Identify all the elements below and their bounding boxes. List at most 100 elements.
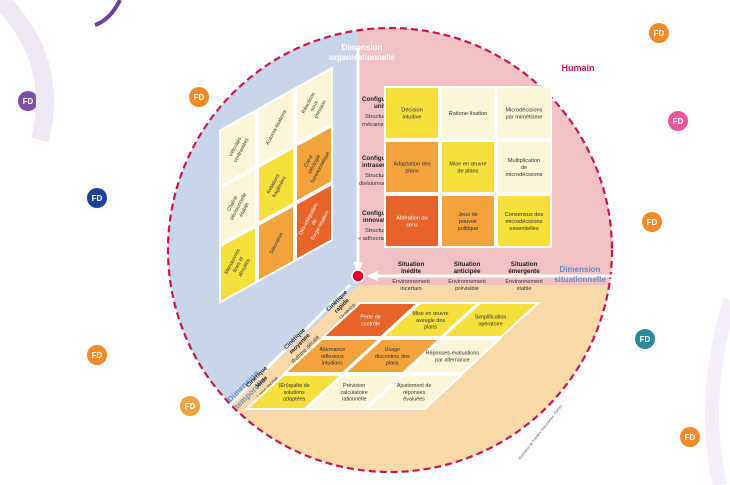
grid-cell-text: par alternance (435, 357, 469, 363)
grid-cell-text: par mimétisme (506, 114, 543, 120)
grid-cell-text: intuitive (403, 114, 422, 120)
fd-badge-logo: FD (180, 396, 200, 416)
svg-text:Environnement: Environnement (448, 279, 486, 285)
background-swoosh (705, 297, 730, 485)
arrowhead-icon (220, 403, 232, 416)
grid-cell-shape (257, 145, 295, 225)
svg-text:innovatrice: innovatrice (363, 217, 397, 224)
svg-text:inédite: inédite (401, 268, 421, 275)
grid-cell-text: Multiplication (508, 158, 540, 164)
grid-cell-text: plans (405, 168, 419, 174)
human-label: Humain (561, 63, 594, 73)
grid-cell-text: Ratione-lisation (449, 111, 488, 117)
grid-cell-shape (295, 66, 333, 146)
grid-cell-text: réflexions (321, 354, 344, 360)
grid-cell-text: plans (424, 325, 437, 331)
svg-text:Configuration: Configuration (362, 155, 403, 162)
situation-labels: Situation inédite Environnement incertai… (392, 261, 543, 292)
grid-cell-text: rationnelle (342, 397, 367, 403)
grid-cell-text: discontinu des (375, 354, 410, 360)
svg-text:Configuration: Configuration (362, 96, 403, 103)
grid-cell-shape (384, 86, 440, 140)
grid-cell-text: évaluées (403, 397, 425, 403)
grid-cell-text: Consensus des (505, 212, 544, 218)
grid-cell: Automa-tisations (257, 87, 295, 167)
svg-text:Situation: Situation (454, 261, 481, 268)
situational-dimension-label: situationnelle (554, 275, 606, 284)
configuration-labels: Configuration unité Structure mécaniste … (358, 96, 403, 242)
grid-cell-text: intuitions (322, 361, 344, 367)
grid-cell: Saturation (257, 203, 295, 283)
grid-cell-text: (En)quête de (279, 383, 310, 389)
grid-cell-shape (257, 87, 295, 167)
background-swoosh (0, 0, 54, 143)
situational-dimension-label: Dimension (560, 265, 601, 274)
grid-cell-text: Perte de (360, 314, 380, 320)
grid-cell-shape (440, 302, 541, 338)
background-swoosh (94, 0, 122, 27)
svg-text:Situation: Situation (511, 261, 538, 268)
svg-text:Environnement: Environnement (392, 279, 430, 285)
svg-text:Structure: Structure (365, 173, 389, 179)
grid-cell-shape (342, 338, 443, 374)
arrowhead-icon (353, 262, 363, 274)
grid-cell-text: solutions (283, 390, 305, 396)
grid-cell-text: Cœur (303, 154, 315, 169)
grid-cell-text: de (311, 218, 319, 226)
grid-cell-text: pouvoir (459, 219, 477, 225)
human-dashed-ring (166, 26, 614, 474)
grid-cell-shape (402, 338, 503, 374)
grid-cell-text: de plans (457, 168, 478, 174)
grid-cell-shape (257, 203, 295, 283)
origin-point (351, 269, 365, 283)
fd-badge-logo: FD (680, 427, 700, 447)
arrowhead-icon (366, 271, 378, 281)
org-dimension-label: Dimension (342, 43, 383, 52)
grid-cell-text: adaptées (283, 397, 305, 403)
grid-cell-text: Mise en œuvre (449, 161, 486, 167)
svg-text:stable: stable (517, 286, 532, 292)
grid-cell-text: contrôle (361, 321, 380, 327)
grid-cell-shape (440, 86, 496, 140)
svg-text:Structure: Structure (365, 114, 389, 120)
fd-badge-logo: FD (635, 329, 655, 349)
svg-text:Situation: Situation (398, 261, 425, 268)
grid-cell-text: Altération du (396, 215, 427, 221)
grid-cell-text: politique (458, 226, 479, 232)
grid-cell-shape (380, 302, 481, 338)
svg-text:divisionnaliste: divisionnaliste (359, 181, 395, 187)
svg-text:prévisible: prévisible (455, 286, 479, 292)
grid-cell-text: Simplification (475, 314, 507, 320)
fd-badge-logo: FD (668, 111, 688, 131)
fd-badge-logo: FD (87, 188, 107, 208)
fd-badge-logo: FD (642, 212, 662, 232)
fd-badge-logo: FD (18, 91, 38, 111)
svg-text:émergente: émergente (508, 268, 540, 275)
grid-cell-shape (496, 194, 552, 248)
grid-cell-text: microdécisions (506, 172, 543, 178)
grid-cell-shape (440, 140, 496, 194)
grid-cell-text: essentielles (509, 226, 538, 232)
svg-text:unité: unité (374, 103, 389, 110)
grid-cell-text: Jeux de (458, 212, 478, 218)
svg-text:Configuration: Configuration (362, 210, 403, 217)
